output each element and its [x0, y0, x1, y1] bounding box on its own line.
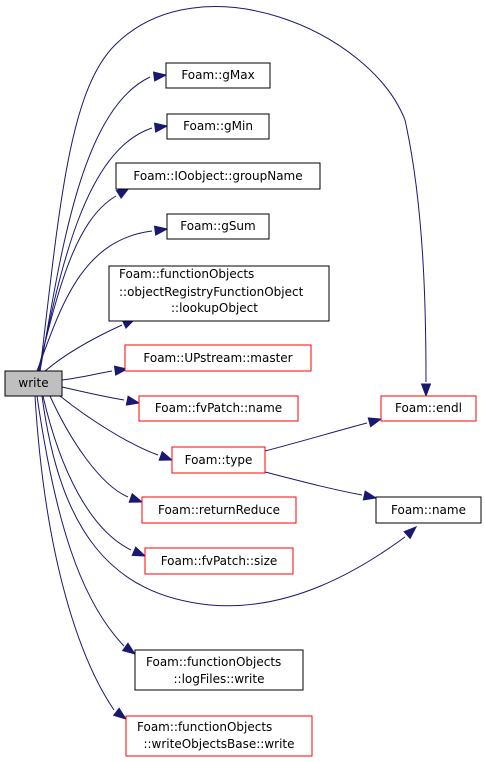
- edge-line: [49, 395, 129, 498]
- edge-write-to-master: [61, 365, 129, 381]
- node-lookupobject-label-3: ::lookupObject: [171, 301, 258, 315]
- node-returnreduce-box: [141, 496, 297, 524]
- node-name-label: Foam::name: [391, 503, 466, 517]
- node-writeobjectswrite-label-2: ::writeObjectsBase::write: [143, 737, 294, 751]
- node-write-box: [4, 370, 63, 397]
- node-master-box: [124, 344, 312, 372]
- node-returnreduce[interactable]: Foam::returnReduce: [141, 496, 297, 524]
- node-type[interactable]: Foam::type: [171, 446, 266, 474]
- edge-line: [37, 195, 117, 372]
- node-logfileswrite-label-2: ::logFiles::write: [174, 672, 265, 686]
- edge-arrowhead: [158, 450, 174, 461]
- edge-write-to-name: [41, 395, 418, 607]
- edge-line: [42, 395, 132, 551]
- edge-arrowhead: [367, 417, 383, 428]
- edge-write-to-logfileswrite: [36, 395, 137, 655]
- edge-arrowhead: [128, 492, 144, 503]
- edge-line: [39, 76, 151, 372]
- edge-write-to-writeobjectswrite: [34, 395, 128, 720]
- edge-arrowhead: [115, 187, 131, 199]
- node-fvpatchsize[interactable]: Foam::fvPatch::size: [144, 547, 294, 575]
- node-groupname-box: [115, 162, 321, 190]
- nodes-layer: write Foam::gMax Foam::gMin Foam::IOobje…: [4, 62, 482, 757]
- edge-type-to-endl: [264, 417, 383, 452]
- edge-line: [61, 370, 113, 381]
- edge-arrowhead: [420, 383, 432, 398]
- edge-write-to-type: [59, 395, 174, 461]
- edge-line: [36, 230, 153, 372]
- edge-arrowhead: [112, 707, 128, 720]
- edge-arrowhead: [153, 225, 169, 236]
- node-fvpatchname-box: [138, 395, 299, 422]
- edge-arrowhead: [131, 546, 147, 557]
- node-fvpatchsize-label: Foam::fvPatch::size: [161, 554, 278, 568]
- node-gmax-label: Foam::gMax: [181, 68, 254, 82]
- node-logfileswrite-label-1: Foam::functionObjects: [146, 655, 281, 669]
- edge-write-to-fvpatchname: [61, 386, 141, 406]
- edge-write-to-lookupobject: [44, 318, 137, 372]
- node-writeobjectswrite-box: [125, 715, 313, 757]
- node-gmax-box: [165, 62, 271, 89]
- edge-arrowhead: [113, 365, 129, 376]
- node-master[interactable]: Foam::UPstream::master: [124, 344, 312, 372]
- node-lookupobject-label-1: Foam::functionObjects: [119, 267, 254, 281]
- edge-line: [61, 386, 125, 401]
- node-write[interactable]: write: [4, 370, 63, 397]
- node-lookupobject-label-2: ::objectRegistryFunctionObject: [119, 285, 304, 299]
- node-lookupobject-box: [108, 265, 330, 322]
- node-writeobjectswrite[interactable]: Foam::functionObjects ::writeObjectsBase…: [125, 715, 313, 757]
- node-master-label: Foam::UPstream::master: [143, 351, 292, 365]
- edge-arrowhead: [125, 395, 141, 406]
- node-name-box: [375, 496, 482, 524]
- edge-write-to-endl: [39, 6, 432, 398]
- node-returnreduce-label: Foam::returnReduce: [158, 503, 280, 517]
- edge-line: [44, 324, 123, 372]
- node-groupname-label: Foam::IOobject::groupName: [133, 169, 302, 183]
- node-lookupobject[interactable]: Foam::functionObjects ::objectRegistryFu…: [108, 265, 330, 322]
- edge-write-to-gmin: [38, 122, 169, 372]
- node-gmin-box: [166, 113, 270, 140]
- node-fvpatchsize-box: [144, 547, 294, 575]
- node-fvpatchname-label: Foam::fvPatch::name: [155, 401, 282, 415]
- edge-write-to-gsum: [36, 225, 169, 372]
- edge-arrowhead: [152, 71, 168, 82]
- node-endl-label: Foam::endl: [395, 401, 462, 415]
- edge-line: [264, 422, 368, 452]
- node-write-label: write: [18, 376, 48, 390]
- edge-line: [39, 6, 427, 383]
- edge-line: [59, 395, 159, 456]
- node-writeobjectswrite-label-1: Foam::functionObjects: [137, 720, 272, 734]
- node-gmin[interactable]: Foam::gMin: [166, 113, 270, 140]
- node-gmin-label: Foam::gMin: [183, 119, 253, 133]
- edge-line: [36, 395, 125, 647]
- node-name[interactable]: Foam::name: [375, 496, 482, 524]
- edge-arrowhead: [121, 642, 137, 655]
- node-gsum-label: Foam::gSum: [180, 219, 255, 233]
- edge-write-to-gmax: [39, 71, 168, 372]
- node-type-label: Foam::type: [185, 453, 253, 467]
- node-fvpatchname[interactable]: Foam::fvPatch::name: [138, 395, 299, 422]
- edge-line: [34, 395, 115, 711]
- edge-arrowhead: [362, 490, 378, 501]
- node-gsum-box: [166, 213, 270, 240]
- edge-type-to-name: [264, 471, 378, 501]
- edge-line: [38, 127, 153, 372]
- edge-arrowhead: [403, 526, 418, 540]
- node-gsum[interactable]: Foam::gSum: [166, 213, 270, 240]
- node-endl-box: [380, 395, 477, 422]
- edge-line: [264, 471, 363, 496]
- edge-write-to-fvpatchsize: [42, 395, 147, 557]
- node-logfileswrite-box: [134, 649, 304, 691]
- node-type-box: [171, 446, 266, 474]
- edge-line: [41, 395, 406, 607]
- edge-arrowhead: [153, 122, 169, 133]
- edge-write-to-returnreduce: [49, 395, 144, 503]
- node-endl[interactable]: Foam::endl: [380, 395, 477, 422]
- node-groupname[interactable]: Foam::IOobject::groupName: [115, 162, 321, 190]
- edges-layer: [34, 6, 432, 720]
- node-logfileswrite[interactable]: Foam::functionObjects ::logFiles::write: [134, 649, 304, 691]
- node-gmax[interactable]: Foam::gMax: [165, 62, 271, 89]
